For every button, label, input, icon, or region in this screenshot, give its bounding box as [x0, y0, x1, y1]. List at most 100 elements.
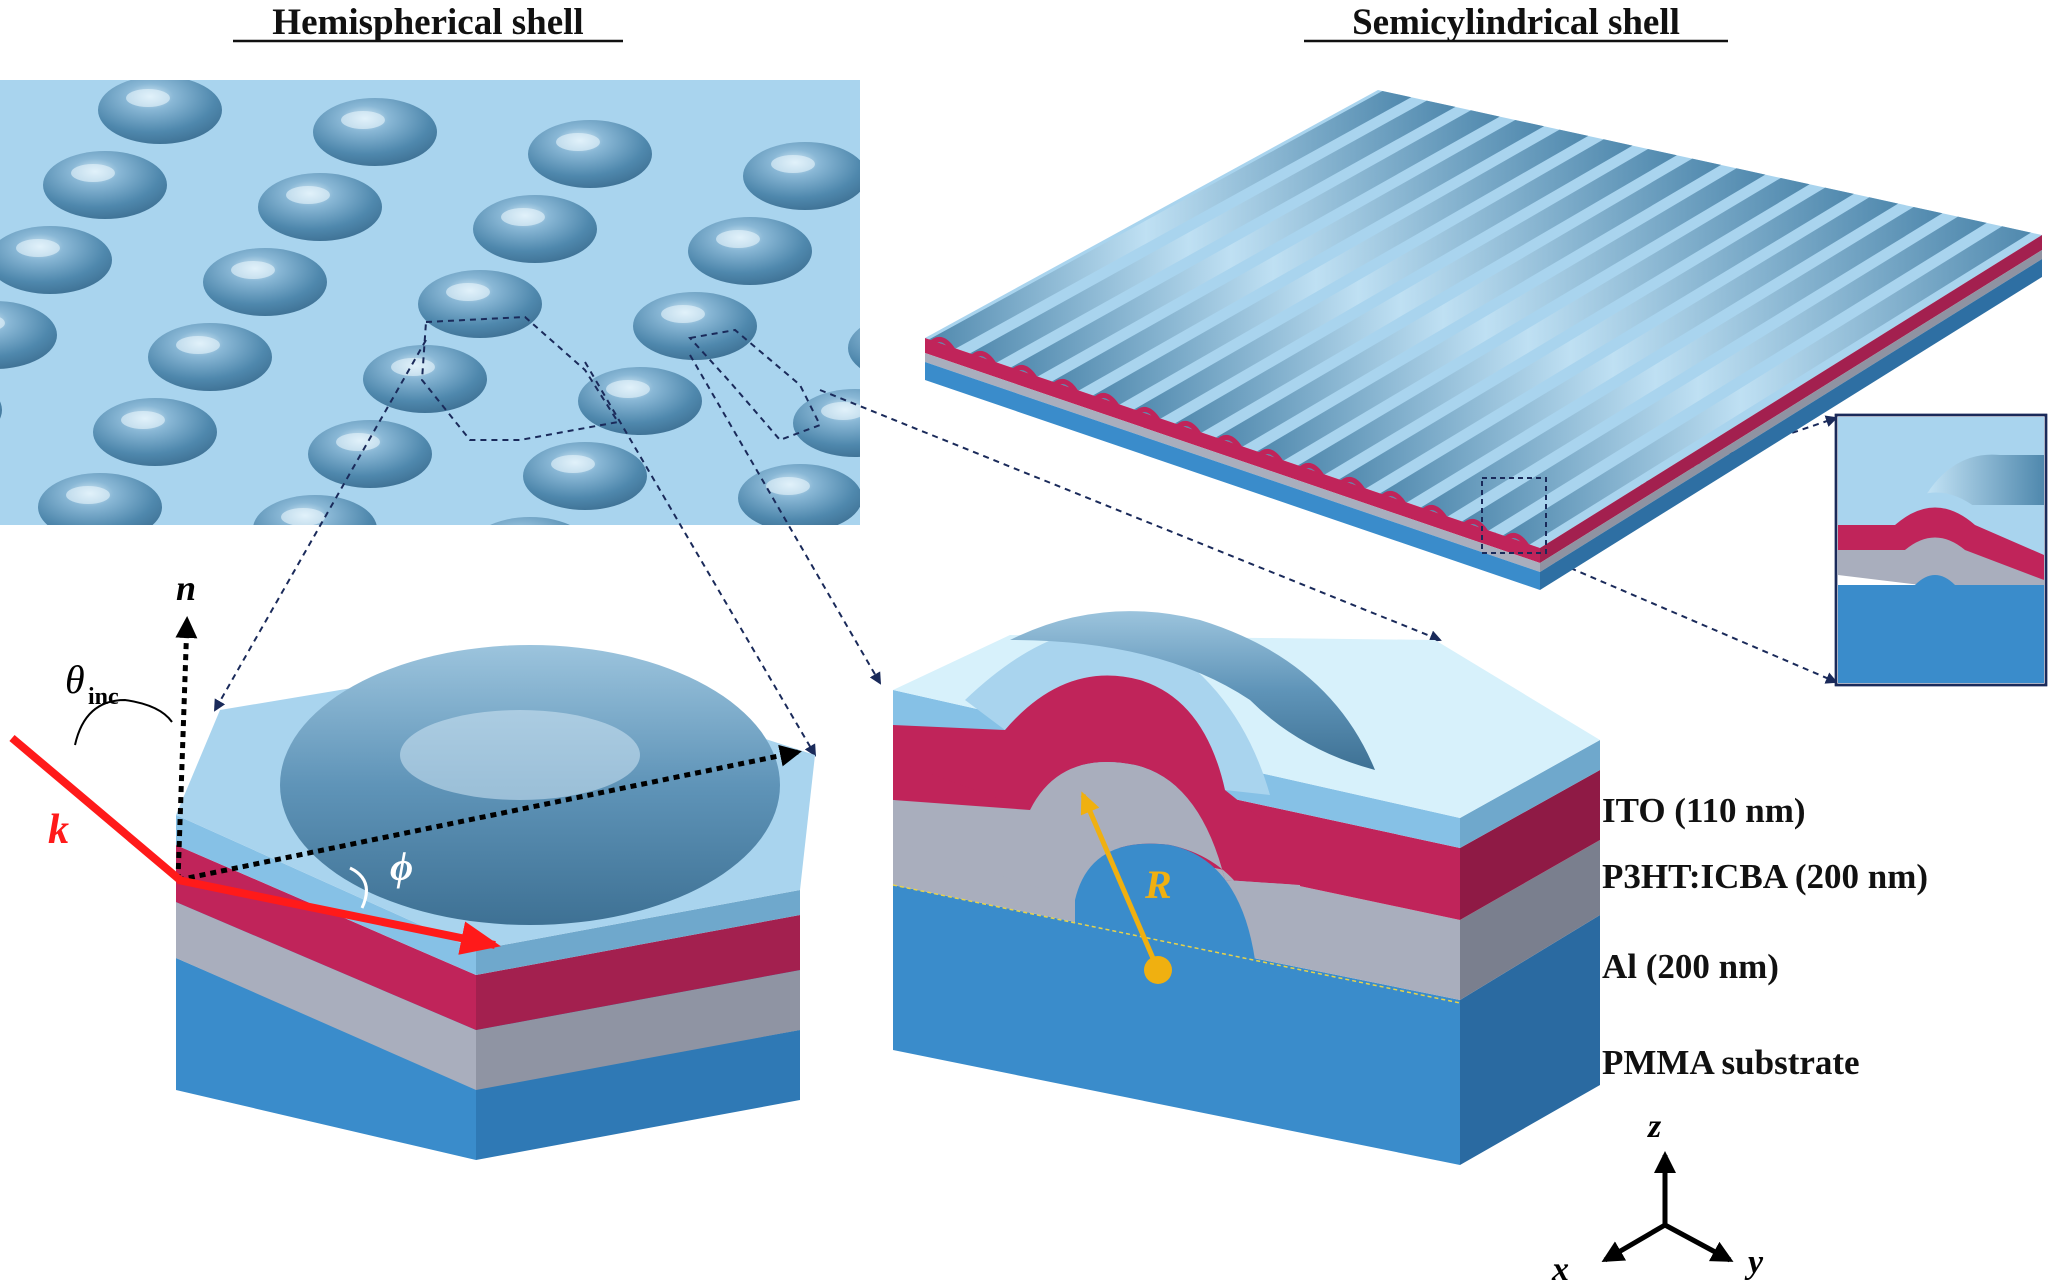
dimple	[313, 98, 437, 166]
radius-label: R	[1144, 862, 1172, 907]
ridge-array	[927, 90, 2031, 552]
dimple-highlight	[71, 164, 115, 182]
axis-y-label: y	[1744, 1244, 1764, 1281]
dimple	[98, 80, 222, 144]
dimple	[743, 142, 860, 210]
dimple-highlight	[821, 402, 860, 420]
ridge	[1052, 119, 1544, 391]
hemispherical-array-panel	[0, 80, 1292, 629]
ridge	[1380, 197, 1899, 503]
layer-label-al: Al (200 nm)	[1602, 947, 1779, 986]
theta-symbol: θ	[65, 657, 85, 702]
dimple-highlight	[606, 380, 650, 398]
axis-z-label: z	[1647, 1108, 1662, 1145]
ridge	[1298, 177, 1810, 475]
dimple-highlight	[766, 477, 810, 495]
dimple	[958, 164, 1082, 232]
incidence-geometry: n θ inc k ϕ	[9, 568, 802, 955]
dimple-highlight	[176, 336, 220, 354]
axis-x-label: x	[1551, 1251, 1569, 1285]
unit-cell-hexagon-2	[688, 328, 822, 442]
dimple-array	[0, 80, 1292, 629]
dimple	[898, 561, 1022, 629]
dimple-highlight	[281, 508, 325, 525]
title-right-text: Semicylindrical shell	[1352, 2, 1680, 43]
dimple	[473, 195, 597, 263]
dimple-highlight	[716, 230, 760, 248]
layer-label-active: P3HT:ICBA (200 nm)	[1602, 857, 1928, 896]
semicylindrical-unit-cell	[892, 611, 1600, 1165]
dimple-highlight	[661, 305, 705, 323]
dimple-highlight	[0, 317, 5, 329]
dimple	[0, 401, 2, 419]
dimple	[308, 420, 432, 488]
dimple	[688, 217, 812, 285]
title-left-text: Hemispherical shell	[272, 2, 583, 43]
dimple-highlight	[121, 411, 165, 429]
ridge	[1339, 187, 1854, 489]
dimple-highlight	[1196, 521, 1240, 539]
dimple	[633, 292, 757, 360]
dimple-highlight	[126, 89, 170, 107]
layer-label-ito: ITO (110 nm)	[1602, 791, 1806, 830]
coordinate-axes: z x y	[1551, 1108, 1764, 1285]
ridge	[1462, 216, 1987, 531]
dimple-highlight	[986, 177, 1030, 195]
dimple-highlight	[926, 574, 970, 592]
dimple-highlight	[931, 252, 975, 270]
dimple-highlight	[16, 239, 60, 257]
ridge	[929, 90, 1412, 349]
dimple-highlight	[446, 283, 490, 301]
dimple-highlight	[231, 261, 275, 279]
dimple	[38, 473, 162, 525]
wavevector-label: k	[48, 807, 69, 853]
dimple-highlight	[341, 111, 385, 129]
ridge	[1216, 158, 1722, 447]
ridge	[1093, 129, 1589, 405]
ridge	[1503, 226, 2031, 545]
dimple	[418, 270, 542, 338]
dimple	[148, 323, 272, 391]
theta-subscript: inc	[88, 684, 119, 710]
dimple-highlight	[496, 530, 540, 548]
dimple	[528, 120, 652, 188]
ridge	[1421, 206, 1943, 517]
dimple-highlight	[556, 133, 600, 151]
title-hemispherical: Hemispherical shell	[233, 2, 623, 43]
azimuth-label: ϕ	[390, 844, 413, 889]
dimple	[258, 173, 382, 241]
layer-label-pmma: PMMA substrate	[1602, 1043, 1860, 1082]
dimple	[1168, 508, 1292, 576]
dimple	[490, 517, 570, 525]
radius-indicator: R	[1080, 791, 1172, 984]
zoom-inset	[1834, 413, 2048, 687]
dimple-highlight	[1141, 596, 1185, 614]
dimple	[578, 367, 702, 435]
dimple-highlight	[336, 433, 380, 451]
dimple	[0, 301, 57, 369]
dimple	[203, 248, 327, 316]
dimple	[253, 495, 377, 525]
dimple	[738, 464, 860, 525]
ridge	[1175, 148, 1677, 433]
dimple	[793, 389, 860, 457]
dimple	[953, 486, 1077, 554]
dimple-highlight	[981, 499, 1025, 517]
dimple	[43, 151, 167, 219]
normal-label: n	[176, 568, 196, 608]
dimple-highlight	[876, 327, 920, 345]
ridge	[970, 100, 1456, 363]
title-semicylindrical: Semicylindrical shell	[1304, 2, 1728, 43]
dimple	[93, 398, 217, 466]
dimple	[523, 442, 647, 510]
unit-cell-hexagon	[420, 315, 620, 441]
ridge	[1011, 110, 1500, 377]
semicylindrical-slab	[925, 90, 2042, 590]
dimple	[848, 327, 860, 369]
ridge	[1134, 139, 1633, 419]
dimple-highlight	[66, 486, 110, 504]
dimple-highlight	[501, 208, 545, 226]
dimple-highlight	[771, 155, 815, 173]
dimple-highlight	[551, 455, 595, 473]
